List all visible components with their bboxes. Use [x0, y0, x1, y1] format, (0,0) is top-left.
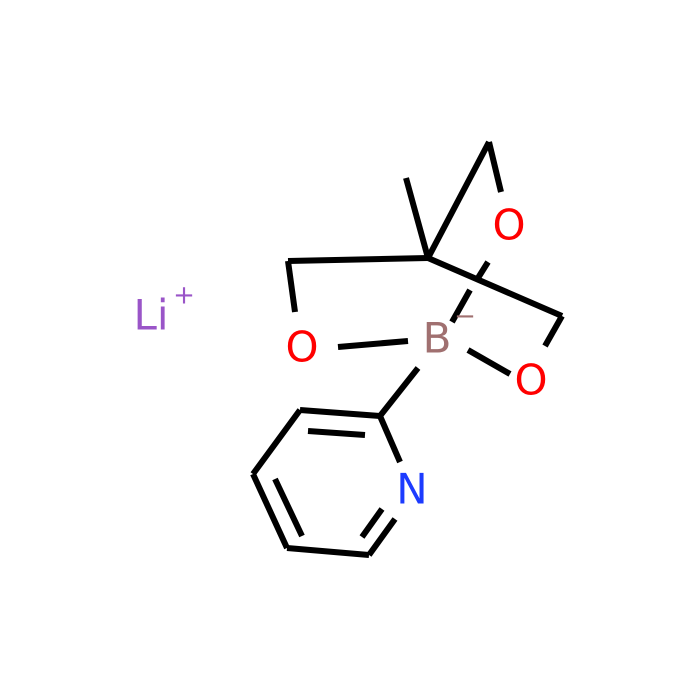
atom-lithium: Li	[133, 291, 168, 340]
bond-quaternary-carbon-ch2-left	[287, 255, 429, 264]
atom-oxygen-top: O	[492, 201, 525, 250]
bond-ch2-top-oxygen-top	[486, 141, 504, 193]
bond-boron-oxygen-right	[466, 347, 512, 377]
bond-methyl	[403, 177, 431, 259]
bond-oxygen-left-boron	[337, 338, 409, 350]
bond-pyridine-c4-c5	[250, 472, 290, 550]
bond-ch2-right-oxygen-right	[542, 314, 565, 348]
atom-oxygen-left: O	[285, 323, 318, 372]
bond-pyridine-c2-c3	[299, 407, 381, 419]
bond-pyridine-c4-c5-inner	[272, 477, 305, 538]
bond-oxygen-top-boron-part1	[475, 260, 491, 280]
bond-oxygen-top-boron-part2	[449, 288, 473, 324]
bond-quaternary-carbon-ch2-top	[425, 140, 492, 260]
bond-pyridine-c5-c6	[286, 545, 370, 558]
bond-pyridine-c3-c4	[250, 408, 303, 476]
lithium-charge: +	[173, 281, 195, 311]
boron-charge: −	[454, 302, 476, 332]
bond-boron-pyridine	[377, 366, 421, 418]
bond-pyridine-n-c2	[377, 414, 403, 464]
atom-nitrogen: N	[396, 465, 427, 514]
bond-quaternary-carbon-ch2-right	[426, 255, 564, 319]
bond-pyridine-c6-n-inner	[359, 507, 385, 539]
atom-boron: B	[423, 314, 452, 363]
bond-pyridine-c6-n	[366, 517, 398, 557]
bond-pyridine-c3-c3-inner	[307, 428, 366, 438]
bond-ch2-left-oxygen-left	[285, 260, 298, 313]
atom-oxygen-right: O	[514, 356, 547, 405]
